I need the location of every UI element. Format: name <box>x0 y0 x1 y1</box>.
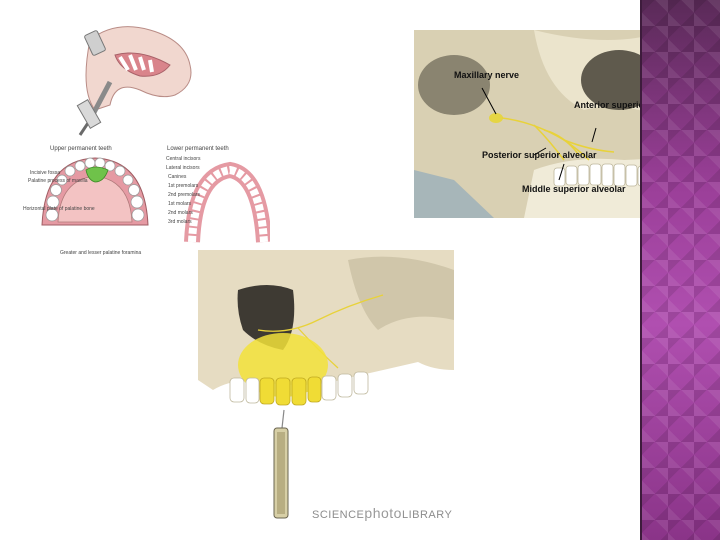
label-incisive-fossa: Incisive fossa <box>30 170 60 176</box>
label-1st-premolars: 1st premolars <box>168 183 199 189</box>
dental-arch-illustration: Upper permanent teeth Lower permanent te… <box>20 10 270 265</box>
credit-suffix: LIBRARY <box>401 509 453 521</box>
maxillary-nerve-drawing: Maxillary nerve Anterior superior alveol… <box>414 30 668 218</box>
side-band-edge <box>640 0 643 540</box>
credit-middle: photo <box>364 505 402 521</box>
label-horizontal-plate: Horizontal plate of palatine bone <box>23 206 95 212</box>
label-2nd-molars: 2nd molars <box>168 210 193 216</box>
label-palatine-foramina: Greater and lesser palatine foramina <box>60 250 141 256</box>
label-lateral-incisors: Lateral incisors <box>166 165 200 171</box>
label-palatine-process: Palatine process of maxilla <box>28 178 88 184</box>
credit-prefix: SCIENCE <box>312 509 365 521</box>
image-credit: SCIENCEphotoLIBRARY <box>312 505 452 521</box>
label-canines: Canines <box>168 174 187 180</box>
label-posterior-superior-alveolar: Posterior superior alveolar <box>482 150 597 160</box>
label-3rd-molars: 3rd molars <box>168 219 192 225</box>
label-central-incisors: Central incisors <box>166 156 201 162</box>
label-anterior-superior-alveolar: Anterior superior alveolar <box>574 100 668 110</box>
label-middle-superior-alveolar: Middle superior alveolar <box>522 184 626 194</box>
decorative-side-band <box>642 0 720 540</box>
label-1st-molars: 1st molars <box>168 201 192 207</box>
skull-injection-drawing <box>198 250 454 522</box>
maxillary-nerve-illustration: Maxillary nerve Anterior superior alveol… <box>414 30 668 218</box>
dental-arch-drawing: Upper permanent teeth Lower permanent te… <box>23 26 270 256</box>
lower-teeth-caption: Lower permanent teeth <box>167 146 229 152</box>
anesthetic-injection-illustration <box>198 250 454 522</box>
upper-teeth-caption: Upper permanent teeth <box>50 146 112 152</box>
label-maxillary-nerve: Maxillary nerve <box>454 70 519 80</box>
label-2nd-premolars: 2nd premolars <box>168 192 200 198</box>
